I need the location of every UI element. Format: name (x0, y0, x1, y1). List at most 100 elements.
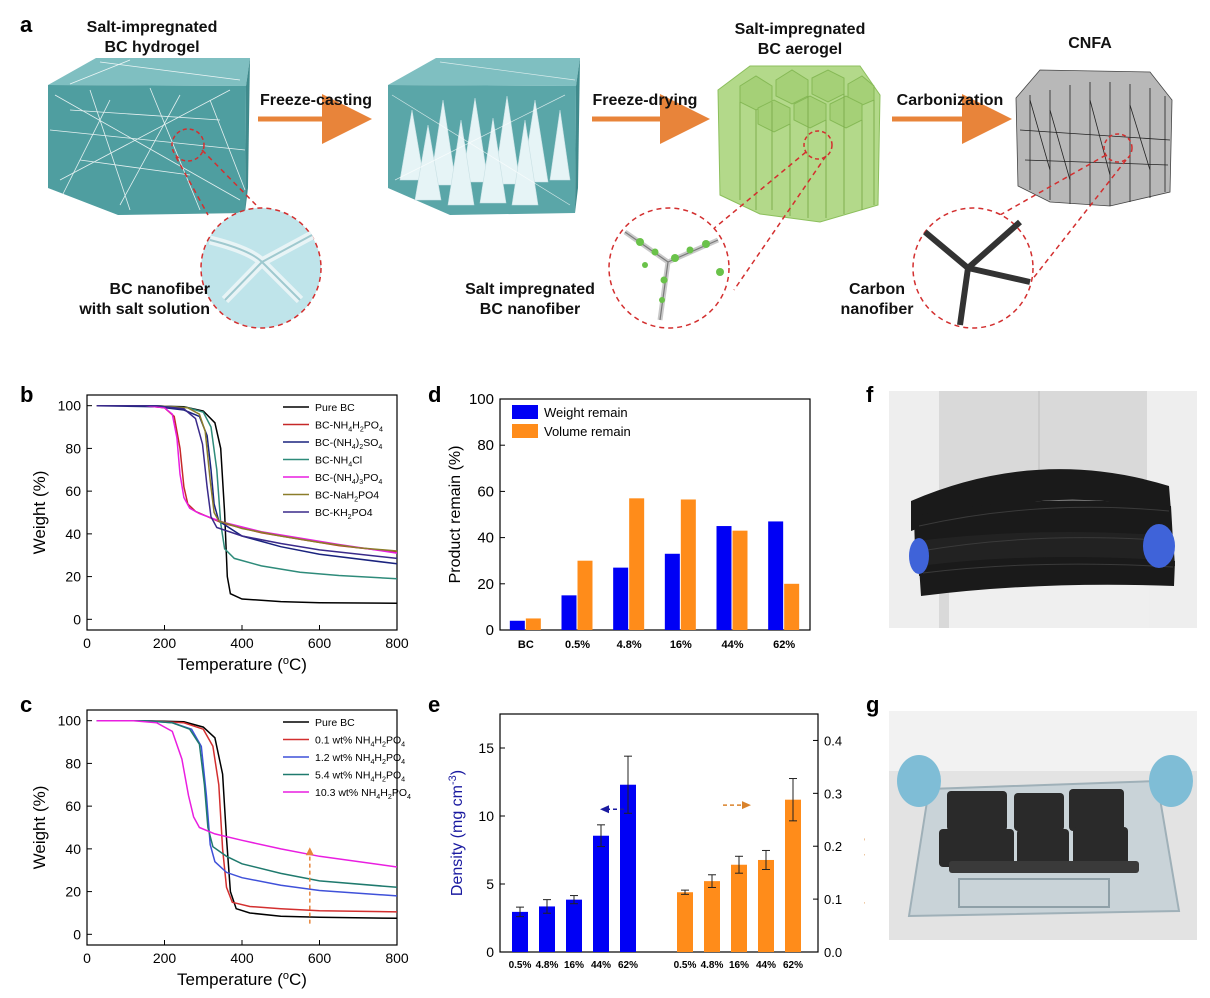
aerogel-honeycomb (608, 65, 881, 329)
bar-conductivity (785, 799, 801, 952)
hydrogel-block (48, 58, 322, 329)
bar-weight (768, 521, 784, 630)
series-line-6 (96, 404, 398, 560)
x-tick-label: 44% (721, 639, 743, 651)
x-tick-label: 600 (308, 635, 332, 651)
bar-conductivity (677, 892, 693, 952)
y-axis-title-left: Density (mg cm-3) (447, 770, 466, 896)
right-axis-arrow-head (742, 801, 751, 810)
y-tick-label: 80 (65, 755, 81, 771)
x-tick-label: 16% (564, 960, 584, 971)
x-tick-label: 800 (385, 635, 409, 651)
carbonization-label: Carbonization (896, 92, 1004, 109)
legend-label: 1.2 wt% NH4H2PO4 (315, 752, 405, 766)
x-tick-label: 16% (729, 960, 749, 971)
density-conductivity-chart: 0510150.00.10.20.30.40.5%4.8%16%44%62%0.… (447, 713, 865, 971)
legend-label: BC-NaH2PO4 (315, 490, 379, 504)
freeze-drying-label: Freeze-drying (592, 92, 698, 109)
bar-volume (732, 530, 748, 630)
series-line-5 (96, 404, 398, 552)
y-tick-label-left: 5 (486, 876, 494, 892)
x-tick-label: 62% (618, 960, 638, 971)
y-tick-label: 100 (58, 713, 82, 729)
legend-label: BC-(NH4)3PO4 (315, 472, 382, 486)
series-line-4 (96, 404, 398, 554)
aerogel-label-line1: Salt-impregnated (734, 21, 866, 38)
hydrogel-label: Salt-impregnated BC hydrogel (62, 18, 242, 58)
bar-volume (784, 583, 800, 630)
legend-label: BC-(NH4)2SO4 (315, 437, 382, 451)
bar-volume (525, 618, 541, 630)
photo-cnfa-stack (889, 391, 1197, 628)
y-tick-label: 60 (65, 483, 81, 499)
legend-label: 10.3 wt% NH4H2PO4 (315, 787, 411, 801)
y-tick-label: 0 (73, 926, 81, 942)
y-tick-label: 80 (65, 440, 81, 456)
y-tick-label: 60 (65, 798, 81, 814)
y-tick-label: 40 (477, 530, 494, 547)
trend-arrow-head (305, 847, 314, 856)
y-tick-label: 0 (486, 622, 494, 639)
photo-cnfa-container-drawing (889, 711, 1197, 940)
x-tick-label: 0.5% (674, 960, 697, 971)
bar-volume (577, 560, 593, 630)
x-axis-title: Temperature (oC) (177, 655, 307, 674)
freeze-casting-label: Freeze-casting (259, 92, 373, 109)
y-tick-label-left: 0 (486, 944, 494, 960)
plot-frame (499, 398, 811, 631)
y-tick-label: 20 (65, 569, 81, 585)
bar-weight (561, 595, 577, 630)
inset2-label: Salt impregnated BC nanofiber (450, 280, 610, 320)
bar-conductivity (731, 864, 747, 952)
y-tick-label-right: 0.3 (824, 786, 842, 801)
freeze-cast-block (388, 58, 580, 215)
bar-weight (664, 553, 680, 630)
x-tick-label: 16% (670, 639, 692, 651)
x-tick-label: 0 (83, 950, 91, 966)
bar-density (512, 911, 528, 952)
bar-density (539, 906, 555, 952)
bar-conductivity (704, 881, 720, 952)
x-tick-label: 600 (308, 950, 332, 966)
y-tick-label-right: 0.4 (824, 733, 842, 748)
legend-swatch (512, 405, 538, 419)
x-axis-title: Temperature (oC) (177, 970, 307, 989)
legend-label: Pure BC (315, 717, 355, 729)
series-line-4 (96, 719, 398, 868)
y-tick-label-right: 0.0 (824, 945, 842, 960)
y-axis-title: Product remain (%) (447, 446, 464, 584)
left-axis-arrow-head (600, 805, 609, 814)
y-axis-title: Weight (%) (30, 786, 49, 870)
y-tick-label: 0 (73, 611, 81, 627)
bar-volume (680, 499, 696, 630)
series-line-2 (96, 404, 398, 565)
y-tick-label: 100 (58, 398, 82, 414)
panel-label-c: c (20, 692, 33, 717)
y-axis-title: Weight (%) (30, 471, 49, 555)
x-tick-label: 4.8% (617, 639, 642, 651)
inset3-label: Carbon nanofiber (832, 280, 922, 320)
bar-weight (613, 567, 629, 630)
panel-label-e: e (428, 692, 441, 717)
photo-cnfa-container (889, 711, 1197, 940)
series-line-2 (96, 719, 398, 897)
x-tick-label: 200 (153, 635, 177, 651)
panel-label-f: f (866, 382, 874, 407)
x-tick-label: 800 (385, 950, 409, 966)
series-line-3 (96, 719, 398, 889)
legend-label: Volume remain (544, 424, 631, 439)
cnfa-structure (912, 69, 1173, 329)
legend-label: BC-KH2PO4 (315, 507, 373, 521)
y-tick-label: 40 (65, 526, 81, 542)
y-tick-label-right: 0.1 (824, 892, 842, 907)
y-tick-label: 20 (477, 576, 494, 593)
y-tick-label: 80 (477, 437, 494, 454)
y-tick-label-left: 10 (478, 808, 494, 824)
inset2-label-line2: BC nanofiber (479, 301, 581, 318)
y-tick-label: 60 (477, 483, 494, 500)
panel-label-d: d (428, 382, 442, 407)
y-axis-title-right: Conductivity (S cm-1) (864, 759, 865, 907)
legend-label: 0.1 wt% NH4H2PO4 (315, 735, 405, 749)
schematic-drawing (48, 58, 1173, 329)
